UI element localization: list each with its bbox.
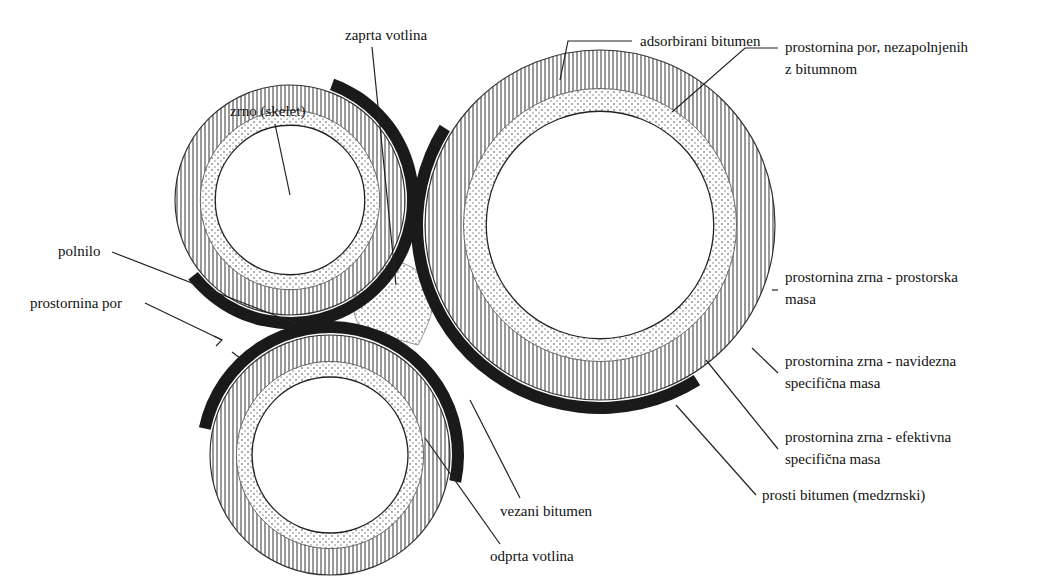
aggregate-grain <box>199 321 464 575</box>
leader-line <box>752 348 778 373</box>
leader-line <box>425 438 500 544</box>
leader-line <box>470 400 520 498</box>
callout-label: prostornina zrna - prostorska masa <box>785 266 960 310</box>
pore-span-arrow <box>214 336 240 358</box>
leader-line <box>772 289 778 290</box>
callout-label: zrno (skelet) <box>230 100 305 122</box>
callout-label: vezani bitumen <box>500 500 592 522</box>
callout-label: prostornina por <box>30 292 122 314</box>
callout-label: zaprta votlina <box>345 24 427 46</box>
leader-line <box>372 47 396 285</box>
leader-line <box>145 303 222 340</box>
bitumen-film <box>199 321 464 483</box>
bitumen-film <box>411 125 700 414</box>
callout-label: prostornina zrna - navidezna specifična … <box>785 350 960 394</box>
callout-label: prosti bitumen (medzrnski) <box>762 484 925 506</box>
leader-line <box>676 405 756 495</box>
bitumen-film <box>188 79 419 329</box>
callout-label: adsorbirani bitumen <box>640 30 760 52</box>
callout-label: odprta votlina <box>490 545 574 567</box>
leader-line <box>706 360 778 449</box>
callout-label: polnilo <box>58 240 101 262</box>
callout-label: prostornina zrna - efektivna specifična … <box>785 426 960 470</box>
callout-label: prostornina por, nezapolnjenih z bitumno… <box>785 36 975 80</box>
leader-line <box>112 252 300 325</box>
leader-line <box>672 48 778 112</box>
aggregate-grain <box>411 50 775 414</box>
aggregate-grain <box>175 79 419 329</box>
leader-line <box>275 124 290 195</box>
leader-line <box>560 41 632 80</box>
